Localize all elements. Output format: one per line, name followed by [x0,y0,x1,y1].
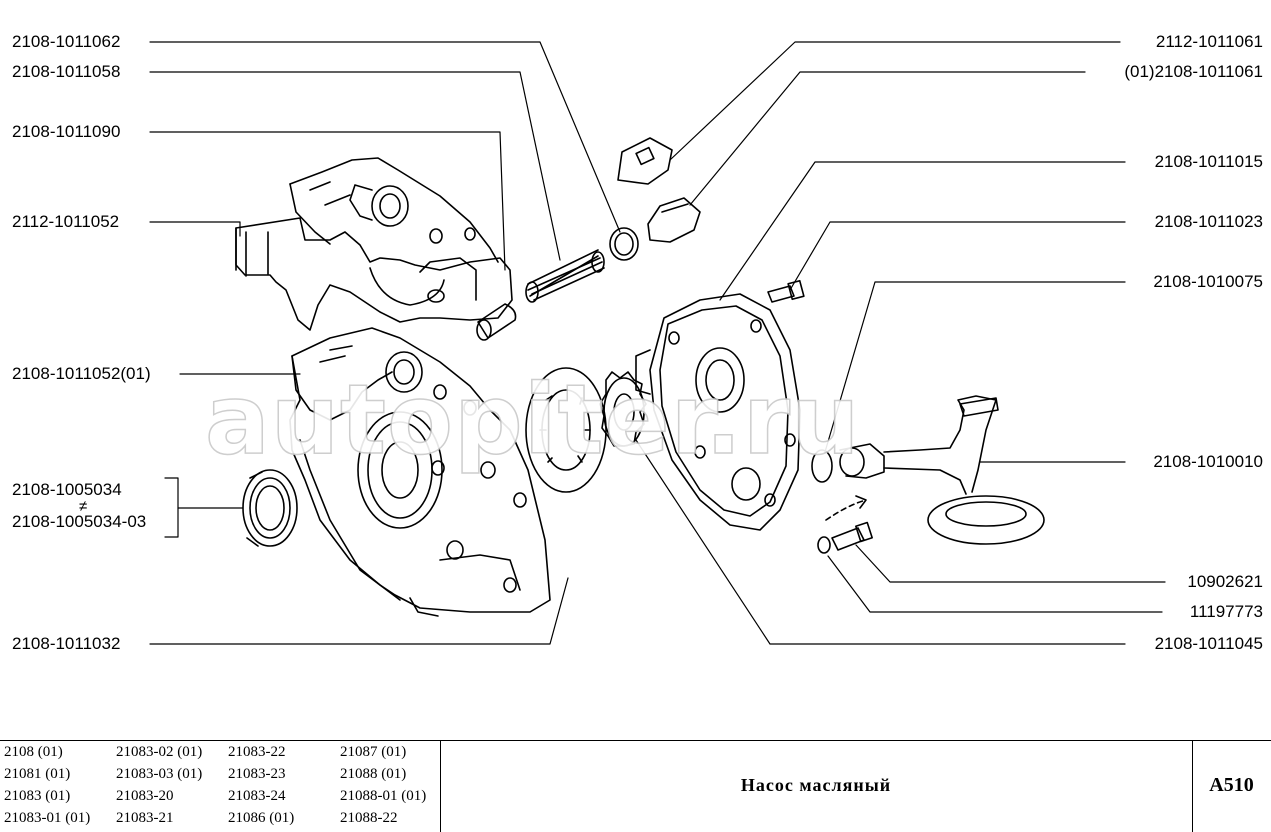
divider [440,741,441,832]
model-item: 21083-01 (01) [4,810,91,826]
spring-plunger [476,249,605,341]
label-2108-1005034-03: 2108-1005034-03 [12,512,147,531]
model-item: 2108 (01) [4,744,63,760]
plugs-and-washer [609,137,701,261]
model-item: 21086 (01) [228,810,295,826]
label-2108-1005034: 2108-1005034 [12,480,122,499]
label-2108-1011015: 2108-1011015 [1154,152,1263,171]
label-01-2108-1011061: (01)2108-1011061 [1124,62,1263,81]
label-2108-1011023: 2108-1011023 [1154,212,1263,231]
upper-pump-cover [235,157,513,331]
model-item: 21083-24 [228,788,286,804]
label-2112-1011061: 2112-1011061 [1155,32,1263,51]
leader-lines [149,41,1166,645]
parts-drawing [149,41,1166,645]
model-item: 21088-01 (01) [340,788,427,804]
exploded-diagram [149,41,1166,645]
label-2108-1011058: 2108-1011058 [12,62,121,81]
label-2108-1010075: 2108-1010075 [1153,272,1263,291]
model-item: 21083-21 [116,810,174,826]
small-screw [767,279,805,303]
part-title: Насос масляный [740,775,892,795]
bolt-and-washer [817,495,873,554]
divider [1192,741,1193,832]
label-2108-1011032: 2108-1011032 [12,634,121,653]
model-item: 21083 (01) [4,788,71,804]
label-10902621: 10902621 [1187,572,1263,591]
gears [525,367,647,493]
housing-plate [635,293,801,531]
oil-pickup [811,395,1045,545]
model-item: 21083-03 (01) [116,766,203,782]
sheet-code: A510 [1209,774,1254,796]
model-item: 21088-22 [340,810,398,826]
model-item: 21081 (01) [4,766,71,782]
model-item: 21083-20 [116,788,174,804]
label-2108-1011045: 2108-1011045 [1154,634,1263,653]
label-2108-1011062: 2108-1011062 [12,32,121,51]
label-2108-1011090: 2108-1011090 [12,122,121,141]
shaft-seal [242,469,298,547]
model-item: 21088 (01) [340,766,407,782]
title-block: 2108 (01) 21081 (01) 21083 (01) 21083-01… [0,740,1271,832]
model-item: 21087 (01) [340,744,407,760]
not-equal-sign: ≠ [79,498,88,515]
watermark: autopiter.ru [204,364,861,476]
label-2108-1011052-01: 2108-1011052(01) [12,364,151,383]
label-11197773: 11197773 [1189,602,1263,621]
model-item: 21083-02 (01) [116,744,203,760]
model-item: 21083-22 [228,744,286,760]
model-item: 21083-23 [228,766,286,782]
label-2108-1010010: 2108-1010010 [1153,452,1263,471]
lower-pump-body [289,327,551,617]
label-2112-1011052: 2112-1011052 [12,212,120,231]
